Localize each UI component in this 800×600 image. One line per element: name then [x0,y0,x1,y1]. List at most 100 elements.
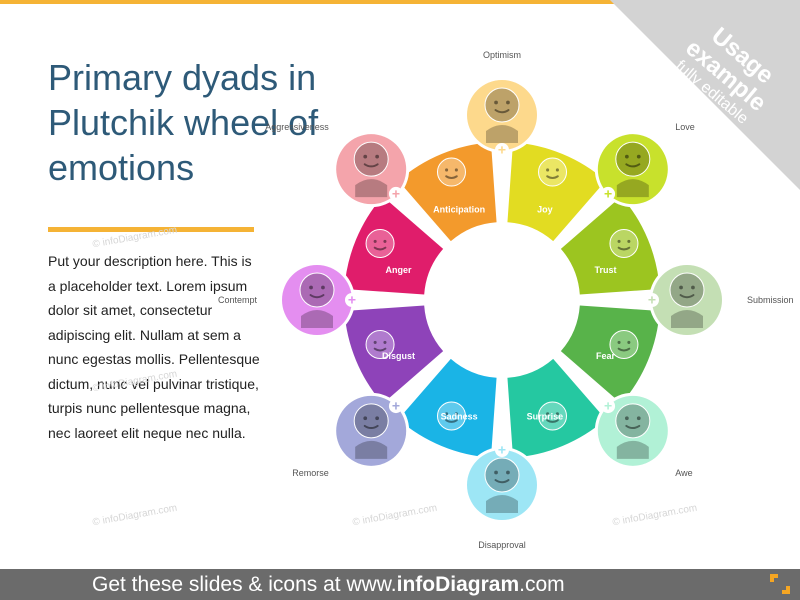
dyad-icon-awe-body [616,440,649,459]
plus-sign: + [498,442,506,458]
dyad-circle-optimism [467,80,537,150]
emotion-face-trust-eye [627,239,631,243]
plus-sign: + [392,185,400,201]
dyad-icon-disapproval-face-eye [494,470,498,475]
dyad-label-remorse: Remorse [292,468,329,478]
emotion-face-joy-eye [555,168,559,172]
footer-suffix: .com [519,573,565,596]
emotion-face-anger [365,228,395,258]
dyad-icon-love-face-mouth [625,163,641,168]
emotion-face-trust [609,228,639,258]
emotion-face-anger-eye [383,239,387,243]
dyad-label-submission: Submission [747,295,794,305]
dyad-icon-aggressiveness-face-eye [375,154,380,159]
plus-sign: + [392,398,400,414]
emotion-face-sadness [436,401,466,431]
plus-badge [388,399,403,414]
emotion-face-surprise [538,401,568,431]
emotion-face-anger-eye [373,239,377,243]
dyad-icon-contempt-face-eye [321,285,325,290]
plus-badge [388,186,403,201]
emotion-face-surprise-eye [546,412,550,416]
segment-anticipation [398,142,497,242]
emotion-face-anger-mouth [373,246,387,251]
plus-sign: + [498,142,506,158]
plus-sign: + [604,185,612,201]
emotion-face-joy-eye [546,168,550,172]
dyad-icon-love-body [616,179,649,198]
dyad-icon-contempt-face [299,272,335,308]
title-underline [48,227,254,232]
dyad-icon-disapproval-face-eye [506,470,510,475]
emotion-face-fear-eye [627,340,631,344]
dyad-icon-aggressiveness-face-mouth [363,163,379,168]
emotion-face-anticipation-mouth [445,175,458,179]
dyad-icon-awe-face-eye [624,416,629,421]
segment-surprise [507,358,606,458]
emotion-face-fear [609,330,639,360]
plus-badge [645,293,659,307]
dyad-circle-aggressiveness [336,134,407,205]
plus-badge [601,186,616,201]
dyad-icon-submission-face-mouth [679,294,695,299]
dyad-icon-contempt-face-eye [309,285,313,290]
plus-sign: + [348,292,356,308]
dyad-icon-optimism-face [484,87,520,123]
plus-badge [495,143,509,157]
dyad-icon-optimism-face-eye [506,100,510,105]
dyad-icon-remorse-face [353,403,389,439]
emotion-face-sadness-eye [454,412,458,416]
dyad-icon-optimism-face-eye [494,100,498,105]
plus-badge [495,443,509,457]
dyad-icon-awe-face [615,403,651,439]
emotion-face-anticipation-eye [454,168,458,172]
emotion-face-joy-mouth [546,175,559,179]
emotion-face-anticipation-eye [445,168,449,172]
dyad-icon-awe-face-eye [636,416,641,421]
dyad-icon-remorse-body [355,440,388,459]
emotion-face-joy [538,157,568,187]
dyad-icon-disapproval-body [486,495,518,513]
dyad-icon-submission-face-eye [691,285,695,290]
dyad-circle-disapproval [467,450,537,520]
segment-label-sadness: Sadness [441,411,478,421]
emotion-face-disgust-eye [383,340,387,344]
dyad-icon-aggressiveness-face [353,141,389,177]
emotion-face-fear-eye [617,340,621,344]
dyad-icon-remorse-face-mouth [363,424,379,430]
dyad-icon-love-face-eye [636,154,641,159]
dyad-icon-contempt-face-mouth [309,294,325,299]
dyad-icon-aggressiveness-body [355,179,388,198]
footer-brand: infoDiagram [396,573,520,596]
plus-sign: + [648,292,656,308]
dyad-circle-awe [597,395,668,466]
dyad-icon-love-face [615,141,651,177]
top-accent-bar [0,0,800,4]
dyad-label-love: Love [675,122,695,132]
emotion-face-surprise-eye [555,412,559,416]
segment-label-fear: Fear [596,351,616,361]
dyad-circle-love [597,134,668,205]
dyad-icon-contempt-body [301,310,333,328]
segment-label-anticipation: Anticipation [433,205,485,215]
emotion-face-disgust-mouth [373,347,387,352]
emotion-face-trust-eye [617,239,621,243]
emotion-face-sadness-eye [445,412,449,416]
segment-label-trust: Trust [594,265,616,275]
dyad-icon-remorse-face-eye [363,416,368,421]
dyad-icon-optimism-face-mouth [494,109,510,114]
emotion-face-disgust-eye [373,340,377,344]
emotion-face-sadness-mouth [445,419,458,423]
dyad-label-optimism: Optimism [483,50,521,60]
slide-title: Primary dyads in Plutchik wheel of emoti… [48,57,319,188]
dyad-icon-awe-face-mouth [625,424,641,430]
segment-label-anger: Anger [386,265,413,275]
emotion-face-anticipation [436,157,466,187]
dyad-icon-submission-face [669,272,705,308]
plus-badge [345,293,359,307]
segment-label-joy: Joy [537,205,553,215]
dyad-label-disapproval: Disapproval [478,540,526,550]
footer-text: Get these slides & icons at www.infoDiag… [92,573,565,597]
dyad-label-aggressiveness: Aggressiveness [265,122,329,132]
